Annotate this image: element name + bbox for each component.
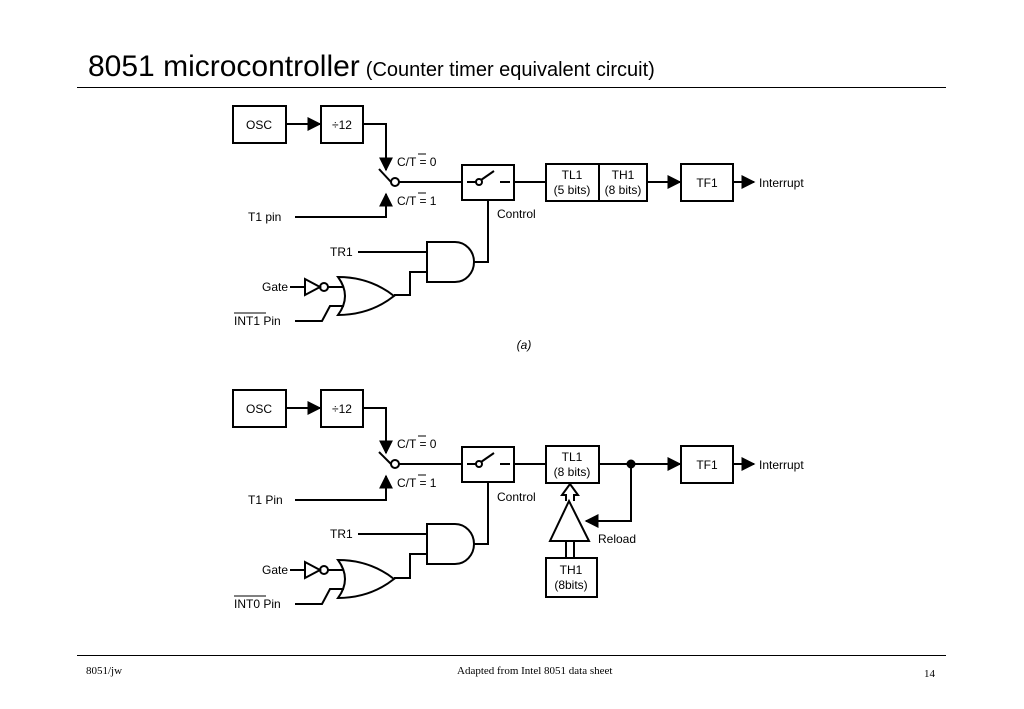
ct0-label: C/T = 0 [397, 155, 437, 169]
or-gate [336, 558, 396, 600]
mode-switch-pivot [390, 459, 400, 469]
int1-pin-label: INT1 Pin [234, 314, 281, 328]
tr1-label: TR1 [330, 527, 353, 541]
or-gate [336, 275, 396, 317]
footer-left: 8051/jw [86, 665, 123, 677]
mode-switch-pivot [390, 177, 400, 187]
control-label: Control [497, 490, 536, 504]
diagram-a-labels: OSC ÷12 C/T = 0 C/T = 1 T1 pin Control T… [234, 118, 804, 352]
interrupt-label: Interrupt [759, 176, 804, 190]
title-subtitle: (Counter timer equivalent circuit) [365, 59, 655, 81]
inverter-gate [304, 560, 323, 580]
interrupt-label: Interrupt [759, 458, 804, 472]
gate-label: Gate [262, 280, 288, 294]
diagram-b-labels: OSC ÷12 C/T = 0 C/T = 1 T1 Pin Control T… [234, 402, 804, 611]
and-gate [426, 241, 475, 283]
control-label: Control [497, 207, 536, 221]
div12-label: ÷12 [332, 402, 352, 416]
mode-switch-lever [378, 168, 392, 183]
gate-label: Gate [262, 563, 288, 577]
diagram-a [232, 105, 756, 322]
reload-label: Reload [598, 532, 636, 546]
osc-label: OSC [246, 118, 272, 132]
div12-label: ÷12 [332, 118, 352, 132]
inverter-gate [304, 277, 323, 297]
th1-label: TH1 [560, 563, 583, 577]
page-number: 14 [924, 668, 935, 680]
tl1-bits-label: (8 bits) [554, 465, 591, 479]
reload-buffer [548, 498, 591, 542]
title-main: 8051 microcontroller [88, 50, 360, 83]
tl1-bits-label: (5 bits) [554, 183, 591, 197]
slide-title: 8051 microcontroller(Counter timer equiv… [88, 50, 655, 84]
th1-block [545, 557, 598, 598]
title-rule [77, 87, 946, 88]
footer-rule [77, 655, 946, 656]
int0-pin-label: INT0 Pin [234, 597, 281, 611]
ct0-label: C/T = 0 [397, 437, 437, 451]
tl1-label: TL1 [562, 168, 583, 182]
tl1-label: TL1 [562, 450, 583, 464]
ct1-label: C/T = 1 [397, 476, 437, 490]
caption-a: (a) [517, 338, 532, 352]
ct1-label: C/T = 1 [397, 194, 437, 208]
th1-bits-label: (8bits) [554, 578, 587, 592]
tr1-label: TR1 [330, 245, 353, 259]
mode-switch-lever [378, 451, 392, 465]
t1-pin-label: T1 Pin [248, 493, 283, 507]
tf1-label: TF1 [696, 176, 718, 190]
tf1-label: TF1 [696, 458, 718, 472]
and-gate [426, 523, 475, 565]
t1-pin-label: T1 pin [248, 210, 281, 224]
reload-arrow [560, 482, 580, 501]
footer-center: Adapted from Intel 8051 data sheet [457, 665, 613, 677]
th1-label: TH1 [612, 168, 635, 182]
osc-label: OSC [246, 402, 272, 416]
diagram-b [232, 389, 756, 605]
th1-bits-label: (8 bits) [605, 183, 642, 197]
